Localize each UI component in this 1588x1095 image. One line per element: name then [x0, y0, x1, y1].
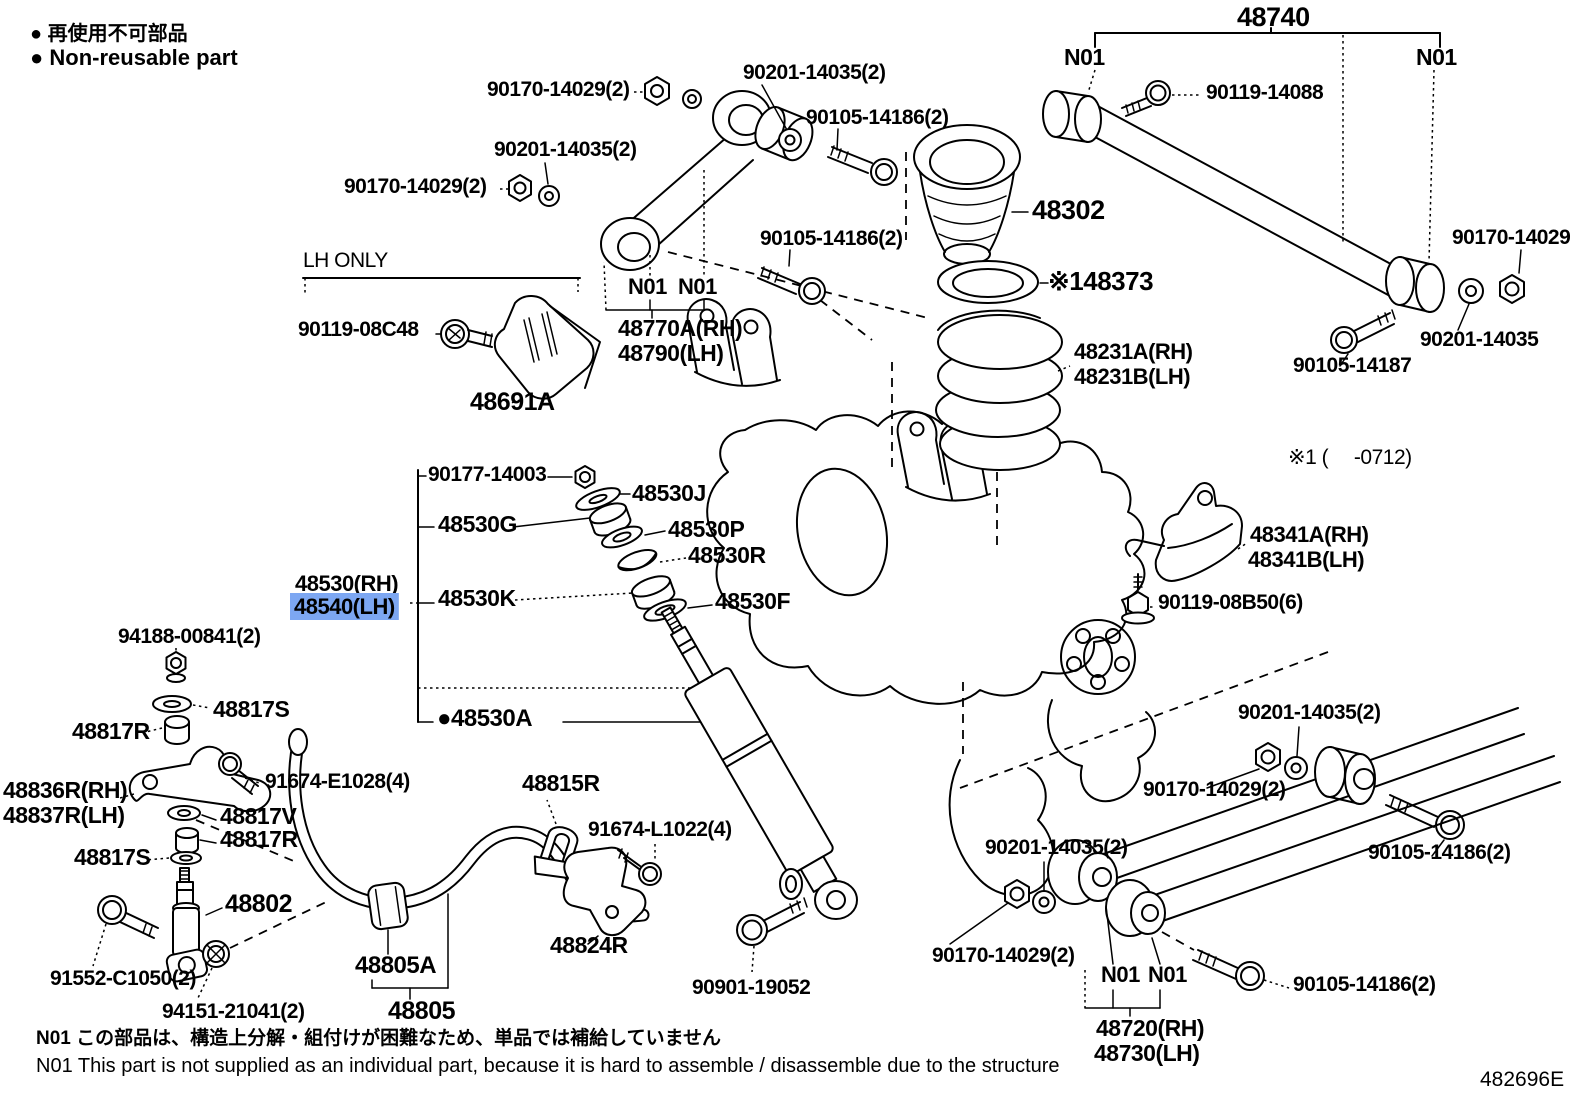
part-label-48837r[interactable]: 48837R(LH) — [3, 802, 125, 828]
part-label-90201-14035-c[interactable]: 90201-14035 — [1420, 328, 1540, 351]
part-label-94188-00841[interactable]: 94188-00841(2) — [118, 625, 261, 648]
part-label-48770a[interactable]: 48770A(RH) — [618, 315, 743, 341]
part-label-lh-only: LH ONLY — [303, 249, 388, 272]
cushion-stack-drawing — [512, 465, 713, 622]
shock-column-bracket — [410, 469, 705, 723]
part-label-48805[interactable]: 48805 — [388, 997, 456, 1025]
part-label-48720[interactable]: 48720(RH) — [1096, 1015, 1205, 1041]
part-label-90105-14186-b[interactable]: 90105-14186(2) — [760, 227, 903, 250]
part-label-91674-l1022[interactable]: 91674-L1022(4) — [588, 818, 732, 841]
part-label-48817s-1[interactable]: 48817S — [213, 696, 290, 722]
part-label-48824r[interactable]: 48824R — [550, 932, 629, 958]
part-label-90170-14029-c[interactable]: 90170-14029 — [1452, 226, 1571, 249]
footnote-en: N01 This part is not supplied as an indi… — [36, 1055, 1060, 1077]
part-label-48341a[interactable]: 48341A(RH) — [1250, 522, 1369, 547]
part-label-48802[interactable]: 48802 — [225, 890, 293, 918]
part-label-48231b[interactable]: 48231B(LH) — [1074, 364, 1191, 389]
part-label-90201-14035-d[interactable]: 90201-14035(2) — [1238, 701, 1381, 724]
part-label-n01-a: N01 — [1064, 44, 1105, 70]
part-label-48817s-2[interactable]: 48817S — [74, 844, 151, 870]
legend-en: ● Non-reusable part — [30, 45, 238, 70]
part-label-48530g[interactable]: 48530G — [438, 511, 517, 537]
part-label-n01-f: N01 — [1148, 962, 1187, 987]
highlight-48540lh — [290, 593, 399, 620]
part-label-90105-14186-d[interactable]: 90105-14186(2) — [1293, 973, 1436, 996]
part-label-48530p[interactable]: 48530P — [668, 516, 745, 542]
part-label-90119-08c48[interactable]: 90119-08C48 — [298, 318, 420, 341]
diagram-code: 482696E — [1480, 1068, 1564, 1091]
lateral-rod-drawing — [1042, 27, 1525, 367]
part-label-90901-19052[interactable]: 90901-19052 — [692, 976, 811, 999]
part-label-48836r[interactable]: 48836R(RH) — [3, 777, 128, 803]
part-label-48373[interactable]: ※148373 — [1048, 266, 1154, 296]
part-labels: 90170-14029(2) 90201-14035(2) 90201-14035(… — [3, 2, 1571, 1066]
part-label-48817r-2[interactable]: 48817R — [220, 826, 299, 852]
part-label-90170-14029-a[interactable]: 90170-14029(2) — [487, 78, 630, 101]
part-label-n01-d: N01 — [678, 274, 717, 299]
part-label-90105-14186-c[interactable]: 90105-14186(2) — [1368, 841, 1511, 864]
part-label-48805a[interactable]: 48805A — [355, 952, 437, 979]
part-label-48231a[interactable]: 48231A(RH) — [1074, 339, 1193, 364]
part-label-90201-14035-a[interactable]: 90201-14035(2) — [743, 61, 886, 84]
part-label-n01-e: N01 — [1101, 962, 1140, 987]
part-label-90201-14035-e[interactable]: 90201-14035(2) — [985, 836, 1128, 859]
part-label-90105-14187[interactable]: 90105-14187 — [1293, 354, 1412, 377]
part-label-48341b[interactable]: 48341B(LH) — [1248, 547, 1365, 572]
part-label-48740[interactable]: 48740 — [1237, 2, 1310, 32]
part-label-48302[interactable]: 48302 — [1032, 195, 1105, 225]
part-label-note-0712: ※1 ( -0712) — [1288, 446, 1412, 469]
part-label-94151-21041[interactable]: 94151-21041(2) — [162, 1000, 305, 1023]
part-label-48530j[interactable]: 48530J — [632, 480, 706, 506]
part-label-90170-14029-b[interactable]: 90170-14029(2) — [344, 175, 487, 198]
part-label-48691a[interactable]: 48691A — [470, 388, 556, 416]
part-label-91552-c1050[interactable]: 91552-C1050(2) — [50, 967, 196, 990]
lspv-bracket-drawing — [1121, 482, 1248, 625]
part-label-90105-14186-a[interactable]: 90105-14186(2) — [806, 106, 949, 129]
construction-lines — [195, 152, 1329, 951]
lower-control-arms-drawing — [949, 707, 1561, 1017]
part-label-48730[interactable]: 48730(LH) — [1094, 1040, 1200, 1066]
part-label-90201-14035-b[interactable]: 90201-14035(2) — [494, 138, 637, 161]
part-label-48817r-1[interactable]: 48817R — [72, 718, 151, 744]
footnote-jp: N01 この部品は、構造上分解・組付けが困難なため、単品では補給していません — [36, 1026, 721, 1049]
part-label-48530f[interactable]: 48530F — [715, 588, 791, 614]
part-label-91674-e1028[interactable]: 91674-E1028(4) — [265, 770, 410, 793]
part-label-90119-14088[interactable]: 90119-14088 — [1206, 81, 1324, 104]
stabilizer-link-drawing — [92, 648, 272, 999]
part-label-48530rh[interactable]: 48530(RH) — [295, 571, 399, 596]
part-label-48530a[interactable]: ●48530A — [437, 705, 533, 732]
legend-jp: ● 再使用不可部品 — [30, 21, 188, 45]
coil-spring-drawing — [913, 124, 1071, 471]
part-label-48815r[interactable]: 48815R — [522, 770, 601, 796]
part-label-90170-14029-d[interactable]: 90170-14029(2) — [1143, 778, 1286, 801]
part-label-90119-08b50[interactable]: 90119-08B50(6) — [1158, 591, 1303, 614]
part-label-48790[interactable]: 48790(LH) — [618, 340, 724, 366]
lh-only-bracket-drawing — [302, 277, 601, 405]
part-label-48530r[interactable]: 48530R — [688, 542, 767, 568]
stabilizer-bar-drawing — [288, 728, 662, 1000]
part-label-48540lh[interactable]: 48540(LH) — [294, 594, 395, 619]
shock-absorber-drawing — [660, 606, 858, 973]
part-label-90170-14029-e[interactable]: 90170-14029(2) — [932, 944, 1075, 967]
top-fasteners-drawing — [500, 76, 898, 305]
part-label-n01-c: N01 — [628, 274, 667, 299]
part-label-48817v[interactable]: 48817V — [220, 803, 298, 829]
part-label-48530k[interactable]: 48530K — [438, 585, 517, 611]
part-label-90177-14003[interactable]: 90177-14003 — [428, 463, 547, 486]
part-label-n01-b: N01 — [1416, 44, 1457, 70]
